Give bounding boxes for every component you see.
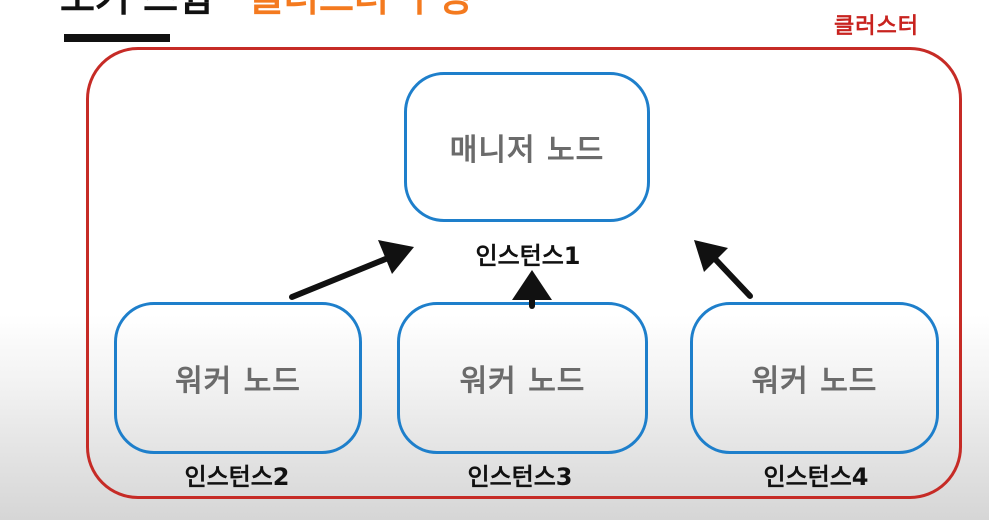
cluster-boundary	[86, 47, 962, 499]
manager-node: 매니저 노드	[404, 72, 650, 222]
worker-node-1: 워커 노드	[114, 302, 362, 454]
worker-instance-label-2: 인스턴스3	[467, 463, 573, 491]
worker-instance-label-3: 인스턴스4	[763, 463, 869, 491]
page-title: 도커 스웜 클러스터 구성	[60, 0, 472, 18]
title-underline	[64, 34, 170, 42]
manager-instance-label: 인스턴스1	[475, 242, 581, 270]
worker-node-3: 워커 노드	[690, 302, 939, 454]
worker-node-label: 워커 노드	[175, 364, 301, 399]
title-left-fragment: 도커 스웜	[60, 0, 213, 18]
worker-instance-label-1: 인스턴스2	[184, 463, 290, 491]
worker-node-2: 워커 노드	[397, 302, 648, 454]
title-right-fragment: 클러스터 구성	[249, 0, 472, 18]
worker-node-label: 워커 노드	[751, 364, 878, 399]
cluster-label: 클러스터	[834, 14, 919, 39]
worker-node-label: 워커 노드	[459, 364, 586, 399]
manager-node-label: 매니저 노드	[449, 133, 605, 168]
